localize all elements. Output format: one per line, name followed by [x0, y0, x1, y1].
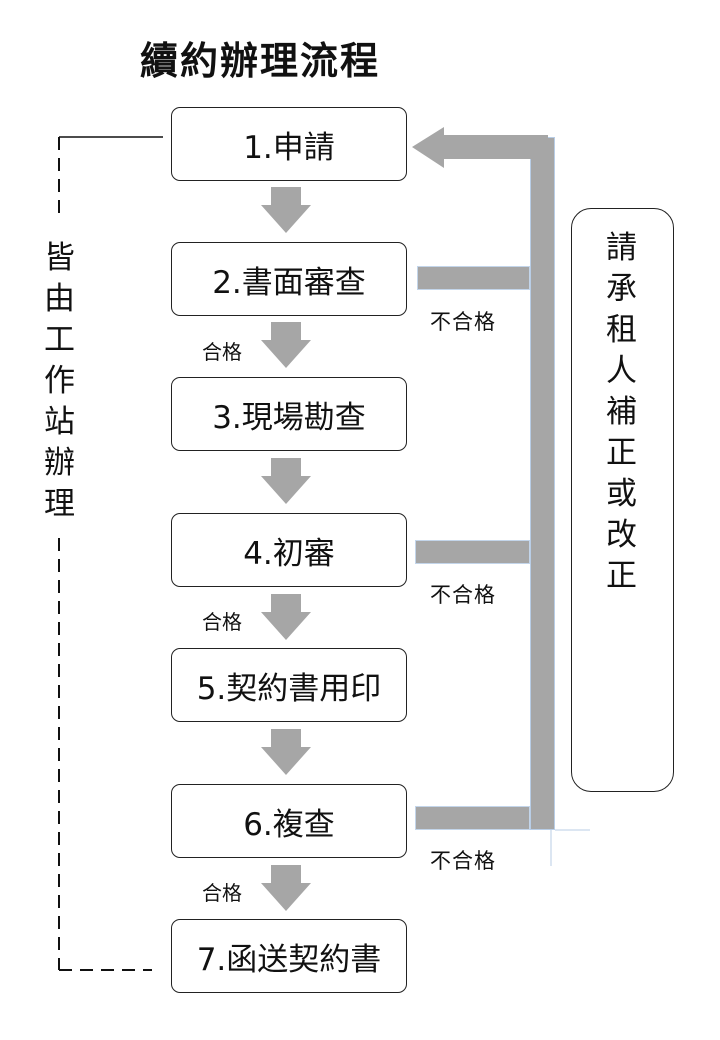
arrow-down-icon: [261, 458, 311, 504]
step-label: 3.現場勘查: [212, 399, 366, 436]
fail-label: 不合格: [430, 583, 496, 607]
pass-label: 合格: [202, 881, 242, 905]
right-note-char: 正: [606, 435, 637, 471]
right-note-char: 承: [606, 271, 637, 307]
left-note-char: 工: [44, 322, 75, 358]
correction-note-box: [571, 208, 674, 792]
step-label: 2.書面審查: [212, 264, 366, 301]
left-note-char: 由: [44, 281, 75, 317]
fail-label: 不合格: [430, 849, 496, 873]
step-label: 4.初審: [243, 535, 335, 572]
right-note: 請 承 租 人 補 正 或 改 正: [606, 228, 637, 597]
right-note-char: 改: [606, 517, 637, 553]
fail-label: 不合格: [430, 310, 496, 334]
step-3-site-inspection[interactable]: 3.現場勘查: [171, 377, 407, 451]
pass-label: 合格: [202, 610, 242, 634]
right-note-char: 人: [606, 353, 637, 389]
step-4-preliminary-review[interactable]: 4.初審: [171, 513, 407, 587]
left-note-char: 作: [44, 363, 75, 399]
fail-bar-step-6: [415, 806, 530, 830]
step-2-document-review[interactable]: 2.書面審查: [171, 242, 407, 316]
step-label: 5.契約書用印: [196, 670, 382, 707]
page-title: 續約辦理流程: [139, 39, 380, 83]
right-note-char: 補: [606, 394, 637, 430]
step-1-apply[interactable]: 1.申請: [171, 107, 407, 181]
arrow-left-icon: [412, 127, 548, 168]
left-note-char: 辦: [44, 445, 75, 481]
left-note-char: 皆: [44, 240, 75, 276]
left-note-char: 站: [44, 404, 75, 440]
arrow-down-icon: [261, 729, 311, 775]
step-label: 7.函送契約書: [196, 941, 382, 978]
right-note-char: 正: [606, 558, 637, 594]
step-label: 6.複查: [243, 806, 335, 843]
right-note-char: 租: [606, 312, 637, 348]
step-6-recheck[interactable]: 6.複查: [171, 784, 407, 858]
return-path-vertical-bar: [530, 137, 555, 830]
left-note-char: 理: [44, 486, 75, 522]
step-label: 1.申請: [243, 129, 335, 166]
right-note-char: 或: [606, 476, 637, 512]
left-note: 皆 由 工 作 站 辦 理: [44, 238, 75, 525]
pass-label: 合格: [202, 340, 242, 364]
step-5-contract-seal[interactable]: 5.契約書用印: [171, 648, 407, 722]
fail-bar-step-2: [417, 266, 530, 290]
arrow-down-icon: [261, 322, 311, 368]
arrow-down-icon: [261, 865, 311, 911]
arrow-down-icon: [261, 594, 311, 640]
arrow-down-icon: [261, 187, 311, 233]
step-7-send-contract[interactable]: 7.函送契約書: [171, 919, 407, 993]
fail-bar-step-4: [415, 540, 530, 564]
right-note-char: 請: [606, 230, 637, 266]
